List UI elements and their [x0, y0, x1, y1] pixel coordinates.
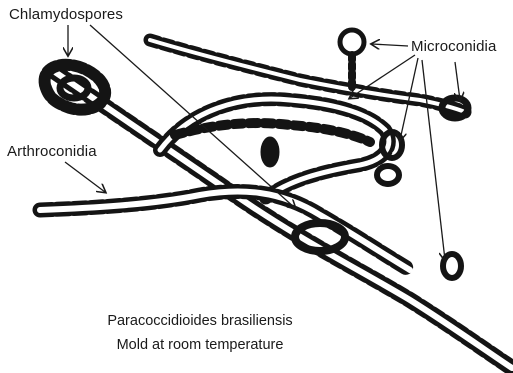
arthroconidia-branch: [40, 192, 410, 270]
microconidia-label: Microconidia: [411, 38, 496, 55]
caption-condition: Mold at room temperature: [70, 333, 330, 357]
caption-species: Paracoccidioides brasiliensis: [70, 309, 330, 333]
microconidia-arrows: [350, 44, 460, 260]
figure-caption: Paracoccidioides brasiliensis Mold at ro…: [70, 309, 330, 357]
arthroconidia-label: Arthroconidia: [7, 143, 97, 160]
chlamydospores-label: Chlamydospores: [9, 6, 123, 23]
arthroconidia-arrow: [65, 162, 105, 192]
